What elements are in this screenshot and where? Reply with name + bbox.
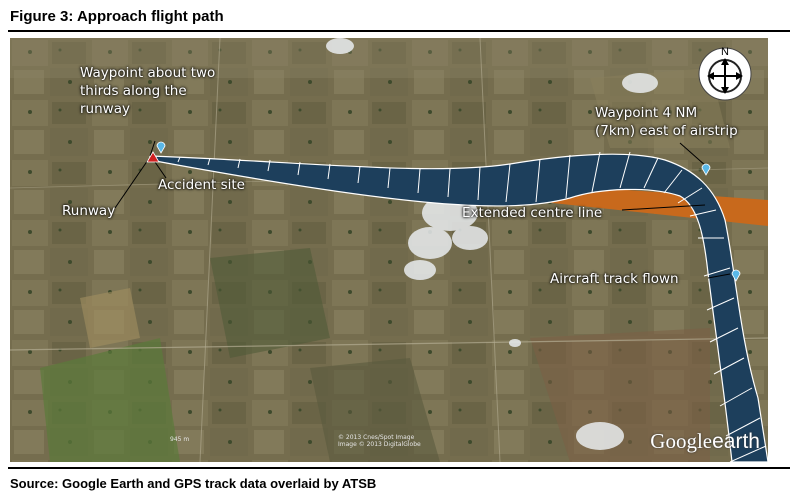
logo-earth: earth — [712, 430, 760, 453]
scale-label: 945 m — [170, 436, 190, 443]
compass-north-label: N — [721, 46, 729, 58]
track-hatching — [177, 151, 767, 462]
pointer-waypoint-runway — [149, 140, 156, 157]
waypoint-marker-icon[interactable] — [731, 269, 741, 282]
imagery-credit: © 2013 Cnes/Spot Image Image © 2013 Digi… — [338, 434, 421, 448]
top-rule — [8, 30, 790, 32]
label-waypoint-east: Waypoint 4 NM (7km) east of airstrip — [595, 104, 738, 140]
dark-paddock — [310, 358, 440, 462]
label-line: runway — [80, 101, 130, 117]
green-paddock — [40, 338, 180, 462]
compass-rose-icon: N — [698, 46, 752, 101]
brown-paddock — [530, 328, 710, 462]
bottom-rule — [8, 467, 790, 469]
label-line: (7km) east of airstrip — [595, 123, 738, 139]
credit-line: © 2013 Cnes/Spot Image — [338, 434, 415, 441]
pointer-track — [707, 273, 731, 279]
label-accident-site: Accident site — [158, 177, 245, 193]
pointer-runway — [114, 159, 149, 209]
road — [199, 38, 221, 462]
waypoint-marker-icon[interactable] — [156, 141, 166, 154]
label-runway: Runway — [62, 203, 116, 219]
tree-cover — [210, 248, 330, 358]
label-line: Waypoint about two — [80, 65, 216, 81]
pointer-waypoint-east — [679, 142, 707, 167]
waypoint-marker-icon[interactable] — [701, 163, 711, 176]
pointer-accident — [154, 161, 167, 179]
pointer-centre-line — [621, 204, 706, 211]
logo-google: Google — [650, 429, 713, 453]
figure-source: Source: Google Earth and GPS track data … — [10, 476, 377, 491]
google-earth-logo: Googleearth — [650, 429, 760, 454]
road — [10, 337, 768, 351]
label-waypoint-runway: Waypoint about two thirds along the runw… — [80, 64, 215, 118]
map-canvas: N — [10, 38, 768, 462]
credit-line: Image © 2013 DigitalGlobe — [338, 441, 421, 448]
satellite-map[interactable]: N Waypoint about two thirds along the ru… — [10, 38, 768, 462]
label-aircraft-track: Aircraft track flown — [550, 271, 679, 287]
label-line: Waypoint 4 NM — [595, 105, 698, 121]
clouds — [326, 38, 658, 450]
label-line: thirds along the — [80, 83, 187, 99]
figure-title: Figure 3: Approach flight path — [10, 8, 224, 25]
bare-paddock — [80, 288, 140, 348]
label-extended-centre-line: Extended centre line — [462, 205, 603, 221]
horizon-haze — [10, 38, 768, 78]
road — [479, 38, 501, 462]
accident-marker-icon[interactable] — [146, 151, 160, 163]
